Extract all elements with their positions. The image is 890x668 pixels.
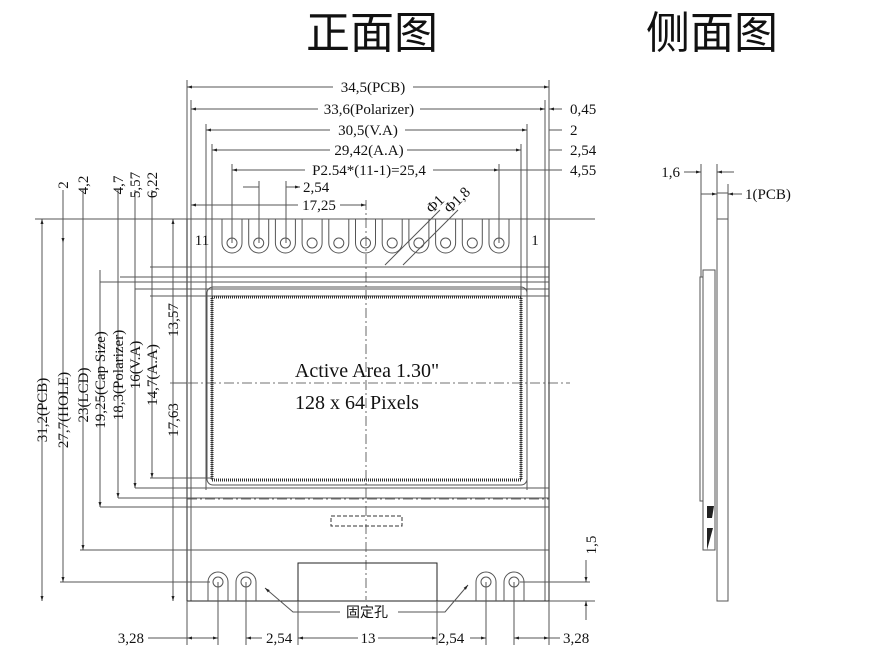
dim-aa-width: 29,42(A.A) (334, 143, 403, 159)
pin-hole (493, 237, 505, 249)
dim-top-offset-4: 5,57 (128, 171, 144, 198)
pin-pad (408, 219, 430, 254)
side-view-title: 侧面图 (646, 8, 778, 59)
bottom-dimensions: 3,28 2,54 13 2,54 3,28 1,5 (118, 536, 600, 647)
dim-top-offset-3: 4,7 (111, 175, 127, 194)
dim-pin-pitch: 2,54 (303, 180, 330, 196)
active-area (210, 295, 523, 482)
centerlines (170, 200, 570, 600)
dim-hole-height: 27,7(HOLE) (56, 372, 72, 448)
pin-pad (461, 219, 483, 254)
front-view-title: 正面图 (306, 8, 438, 59)
dim-upper-offset: 13,57 (166, 303, 182, 337)
dim-aa-height: 14,7(A.A) (145, 344, 161, 406)
dim-hole-offset: 1,5 (584, 536, 600, 555)
side-view: 1,6 1(PCB) (661, 164, 791, 602)
dim-right-2: 2 (570, 123, 578, 139)
pin-label-last: 1 (531, 233, 539, 249)
dim-pin-span: P2.54*(11-1)=25,4 (312, 163, 426, 179)
pin-hole (333, 237, 345, 249)
dim-connector-width: 13 (361, 631, 376, 647)
left-dimensions: 31,2(PCB) 27,7(HOLE) 23(LCD) 19,25(Cap S… (35, 171, 212, 601)
leader-arrow-right (398, 584, 469, 613)
driver-ic-outline (330, 515, 403, 527)
active-area-size: Active Area 1.30" (295, 360, 439, 382)
dim-polarizer-width: 33,6(Polarizer) (324, 102, 414, 118)
dim-right-1: 0,45 (570, 102, 596, 118)
pin-pad (381, 219, 403, 254)
pin-hole (360, 237, 371, 249)
dim-top-offset-2: 4,2 (76, 176, 92, 195)
pin-pad (435, 219, 457, 254)
dim-pad-diameter: Φ1,8 (442, 185, 474, 217)
pin-hole (226, 237, 238, 249)
dim-polarizer-height: 18,3(Polarizer) (111, 330, 127, 420)
pin-row (221, 219, 510, 254)
dim-right-edge: 3,28 (563, 631, 589, 647)
pin-pad (301, 219, 323, 254)
pin-hole (253, 237, 265, 249)
dim-side-pcb: 1(PCB) (745, 187, 791, 203)
mounting-hole-label: 固定孔 (346, 605, 388, 621)
mounting-hole-pad (503, 571, 525, 601)
pin-pad (328, 219, 350, 254)
side-polarizer (699, 276, 704, 502)
mounting-hole-pad (207, 571, 229, 601)
pin-pad (355, 219, 376, 254)
pin-hole (440, 237, 452, 249)
leader-arrow-left (264, 587, 340, 613)
pin-pad (274, 219, 296, 254)
pin-hole (279, 237, 291, 249)
dim-lower-offset: 17,63 (166, 403, 182, 437)
dim-right-4: 4,55 (570, 163, 596, 179)
pin-hole (386, 237, 398, 249)
pin-pad (221, 219, 243, 254)
dim-left-edge: 3,28 (118, 631, 144, 647)
pin-label-first: 11 (195, 233, 209, 249)
side-fpc-bend (707, 506, 714, 550)
side-pcb (716, 192, 729, 602)
dim-center-offset: 17,25 (302, 198, 336, 214)
pin-pad (248, 219, 270, 254)
dim-lcd-height: 23(LCD) (76, 368, 92, 423)
glass-outline (206, 286, 528, 486)
hole-center-lines (60, 549, 590, 583)
top-dimensions: 34,5(PCB) 33,6(Polarizer) 30,5(V.A) 29,4… (187, 80, 597, 266)
dim-va-width: 30,5(V.A) (338, 123, 398, 139)
mounting-hole-pad (475, 571, 497, 601)
dim-pcb-height: 31,2(PCB) (35, 378, 51, 443)
dim-va-height: 16(V.A) (128, 341, 144, 389)
pin-hole (413, 237, 425, 249)
pin-hole (306, 237, 318, 249)
dim-side-total: 1,6 (661, 165, 680, 181)
pin-pad (488, 219, 510, 254)
pin-hole (466, 237, 478, 249)
extension-lines-horizontal (35, 218, 595, 551)
dim-cap-height: 19,25(Cap Size) (93, 331, 109, 428)
front-view: Active Area 1.30" 128 x 64 Pixels 11 1 固… (35, 80, 595, 621)
dim-top-offset-1: 2 (56, 181, 72, 189)
dim-right-3: 2,54 (570, 143, 597, 159)
dim-left-pitch: 2,54 (266, 631, 293, 647)
dim-top-offset-5: 6,22 (145, 172, 161, 198)
dim-pcb-width: 34,5(PCB) (341, 80, 406, 96)
active-area-pixels: 128 x 64 Pixels (295, 392, 419, 414)
mounting-hole-pad (235, 571, 257, 601)
dim-right-pitch: 2,54 (438, 631, 465, 647)
